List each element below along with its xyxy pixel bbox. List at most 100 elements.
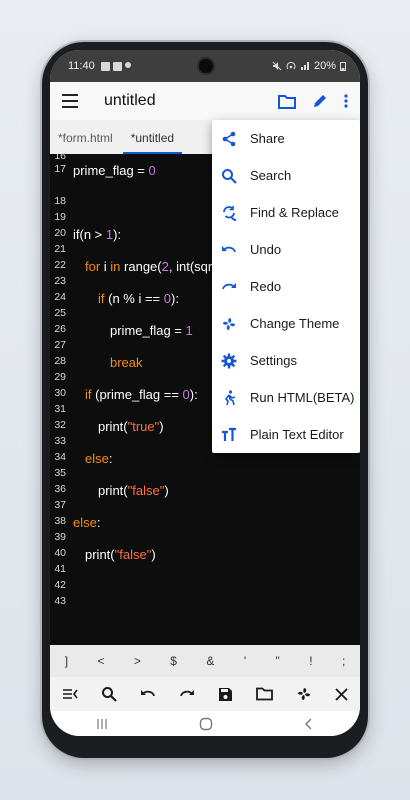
text-editor-icon xyxy=(220,426,238,444)
more-vert-icon[interactable] xyxy=(344,94,348,108)
symbol-key[interactable]: > xyxy=(133,654,141,668)
code-text: i xyxy=(100,259,111,274)
recent-apps-icon[interactable] xyxy=(96,718,108,730)
gallery-icon xyxy=(100,61,110,71)
line-number: 23 xyxy=(54,275,66,287)
code-text: print( xyxy=(98,419,128,434)
code-number: 2 xyxy=(161,259,169,274)
code-string: "true" xyxy=(127,419,160,434)
menu-item-share[interactable]: Share xyxy=(212,120,360,157)
code-text: (prime_flag == xyxy=(91,387,183,402)
menu-item-run-html[interactable]: Run HTML(BETA) xyxy=(212,379,360,416)
line-number: 20 xyxy=(54,227,66,239)
edit-icon[interactable] xyxy=(312,93,328,109)
line-number: 39 xyxy=(54,531,66,543)
line-number: 36 xyxy=(54,483,66,495)
tab-untitled[interactable]: *untitled xyxy=(122,131,183,154)
line-number: 28 xyxy=(54,355,66,367)
page-title: untitled xyxy=(104,92,156,109)
app-bar-actions xyxy=(278,93,348,109)
code-keyword: break xyxy=(110,355,143,370)
code-number: 1 xyxy=(105,227,114,242)
back-icon[interactable] xyxy=(304,718,314,730)
menu-item-find-replace[interactable]: Find & Replace xyxy=(212,194,360,231)
menu-item-label: Share xyxy=(250,131,285,146)
menu-item-label: Search xyxy=(250,168,292,183)
menu-item-change-theme[interactable]: Change Theme xyxy=(212,305,360,342)
symbol-key[interactable]: ! xyxy=(309,654,313,668)
menu-item-label: Settings xyxy=(250,353,297,368)
redo-icon xyxy=(220,278,238,296)
code-text: print( xyxy=(85,547,115,562)
code-line: prime_flag = 1 xyxy=(110,323,193,338)
line-number: 26 xyxy=(54,323,66,335)
code-keyword: if xyxy=(85,387,92,402)
code-text: ): xyxy=(170,291,179,306)
app-bar: untitled xyxy=(50,82,360,120)
code-line: print("false") xyxy=(98,483,169,498)
battery-icon xyxy=(340,62,346,71)
line-number: 40 xyxy=(54,547,66,559)
code-number: 1 xyxy=(185,323,193,338)
folder-icon[interactable] xyxy=(278,94,296,109)
code-keyword: if xyxy=(98,291,105,306)
code-number: 0 xyxy=(148,163,156,178)
status-right: 20% xyxy=(272,60,346,72)
menu-item-settings[interactable]: Settings xyxy=(212,342,360,379)
line-number: 37 xyxy=(54,499,66,511)
menu-item-redo[interactable]: Redo xyxy=(212,268,360,305)
status-time: 11:40 xyxy=(68,60,95,72)
menu-item-label: Find & Replace xyxy=(250,205,339,220)
menu-item-search[interactable]: Search xyxy=(212,157,360,194)
symbol-key[interactable]: & xyxy=(206,654,215,668)
symbol-key[interactable]: < xyxy=(97,654,105,668)
menu-icon[interactable] xyxy=(62,94,78,108)
code-keyword: for xyxy=(85,259,101,274)
line-number: 16 xyxy=(54,154,66,162)
theme-icon[interactable] xyxy=(296,686,312,702)
line-number: 21 xyxy=(54,243,66,255)
line-number: 35 xyxy=(54,467,66,479)
line-number: 24 xyxy=(54,291,66,303)
code-string: "false" xyxy=(127,483,165,498)
front-camera xyxy=(199,59,213,73)
code-text: if(n > xyxy=(73,227,106,242)
undo-icon[interactable] xyxy=(140,686,156,702)
symbol-key-bar: ] < > $ & ' " ! ; xyxy=(50,645,360,677)
home-icon[interactable] xyxy=(199,717,213,731)
line-number: 43 xyxy=(54,595,66,607)
symbol-key[interactable]: ; xyxy=(341,654,346,668)
folder-icon[interactable] xyxy=(256,687,274,701)
settings-icon xyxy=(220,352,238,370)
tab-form-html[interactable]: *form.html xyxy=(58,131,113,145)
theme-icon xyxy=(220,315,238,333)
line-number: 32 xyxy=(54,419,66,431)
code-line: else: xyxy=(85,451,112,466)
line-number: 34 xyxy=(54,451,66,463)
menu-item-undo[interactable]: Undo xyxy=(212,231,360,268)
search-icon[interactable] xyxy=(101,686,117,702)
code-line: print("true") xyxy=(98,419,164,434)
code-line: prime_flag = 0 xyxy=(73,163,156,178)
overflow-menu: Share Search Find & Replace Undo Redo Ch… xyxy=(212,120,360,453)
symbol-key[interactable]: ] xyxy=(64,654,69,668)
code-text: print( xyxy=(98,483,128,498)
menu-item-label: Change Theme xyxy=(250,316,340,331)
find-replace-icon xyxy=(220,204,238,222)
code-text: ) xyxy=(159,419,164,434)
line-number-gutter: 16 17 18 19 20 21 22 23 24 25 26 27 28 2… xyxy=(50,154,70,645)
symbol-key[interactable]: ' xyxy=(243,654,247,668)
redo-icon[interactable] xyxy=(179,686,195,702)
code-text: ) xyxy=(164,483,169,498)
close-icon[interactable] xyxy=(335,687,349,701)
system-nav-bar xyxy=(50,711,360,736)
save-icon[interactable] xyxy=(218,687,233,702)
code-line: else: xyxy=(73,515,100,530)
menu-item-label: Run HTML(BETA) xyxy=(250,390,355,405)
symbol-key[interactable]: $ xyxy=(170,654,177,668)
keyboard-hide-icon[interactable] xyxy=(62,687,78,701)
symbol-key[interactable]: " xyxy=(275,654,280,668)
code-keyword: in xyxy=(110,259,121,274)
menu-item-plain-text-editor[interactable]: Plain Text Editor xyxy=(212,416,360,453)
menu-item-label: Undo xyxy=(250,242,282,257)
